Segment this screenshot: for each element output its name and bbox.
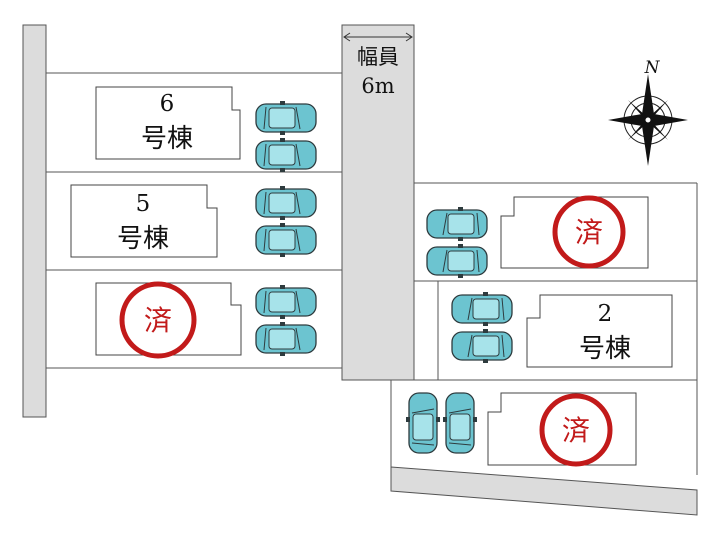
house-number: 2 <box>598 301 613 327</box>
road-width-dimension: 幅員 6m <box>343 32 413 98</box>
lot-right-top: 済 <box>426 195 649 279</box>
sold-stamp-label: 済 <box>575 216 603 249</box>
house-outline <box>500 196 649 269</box>
sold-stamp: 済 <box>119 281 197 359</box>
car-icon <box>255 321 317 357</box>
car-icon <box>255 222 317 258</box>
lot-6: 6 号棟 <box>95 86 317 173</box>
car-icon <box>255 185 317 221</box>
car-icon <box>442 392 478 454</box>
compass-north-label: N <box>644 58 661 78</box>
house-outline <box>526 294 673 368</box>
house-number: 5 <box>136 191 151 217</box>
car-icon <box>426 243 488 279</box>
car-icon <box>255 284 317 320</box>
house-number: 6 <box>160 91 175 117</box>
house-outline <box>487 392 637 466</box>
road-width-value: 6m <box>361 74 394 98</box>
sold-stamp: 済 <box>539 393 613 467</box>
lot-2: 2 号棟 <box>451 291 673 368</box>
house-label: 号棟 <box>117 224 169 254</box>
left-road <box>22 24 47 418</box>
lot-lines <box>46 72 698 475</box>
bottom-road <box>390 466 698 516</box>
car-icon <box>451 328 513 364</box>
compass-rose-icon: N <box>608 58 688 166</box>
house-label: 号棟 <box>579 334 631 364</box>
sold-stamp: 済 <box>552 195 626 269</box>
car-icon <box>405 392 441 454</box>
center-road <box>341 24 415 381</box>
road-width-label: 幅員 <box>357 45 399 69</box>
sold-stamp-label: 済 <box>144 304 172 337</box>
car-icon <box>255 137 317 173</box>
house-outline <box>95 86 241 160</box>
lot-left-bottom: 済 <box>95 281 317 359</box>
car-icon <box>255 100 317 136</box>
car-icon <box>451 291 513 327</box>
sold-stamp-label: 済 <box>562 414 590 447</box>
car-icon <box>426 206 488 242</box>
lot-5: 5 号棟 <box>70 184 317 258</box>
house-outline <box>70 184 218 258</box>
house-outline <box>95 282 242 356</box>
lot-right-bottom: 済 <box>405 392 637 467</box>
house-label: 号棟 <box>141 124 193 154</box>
